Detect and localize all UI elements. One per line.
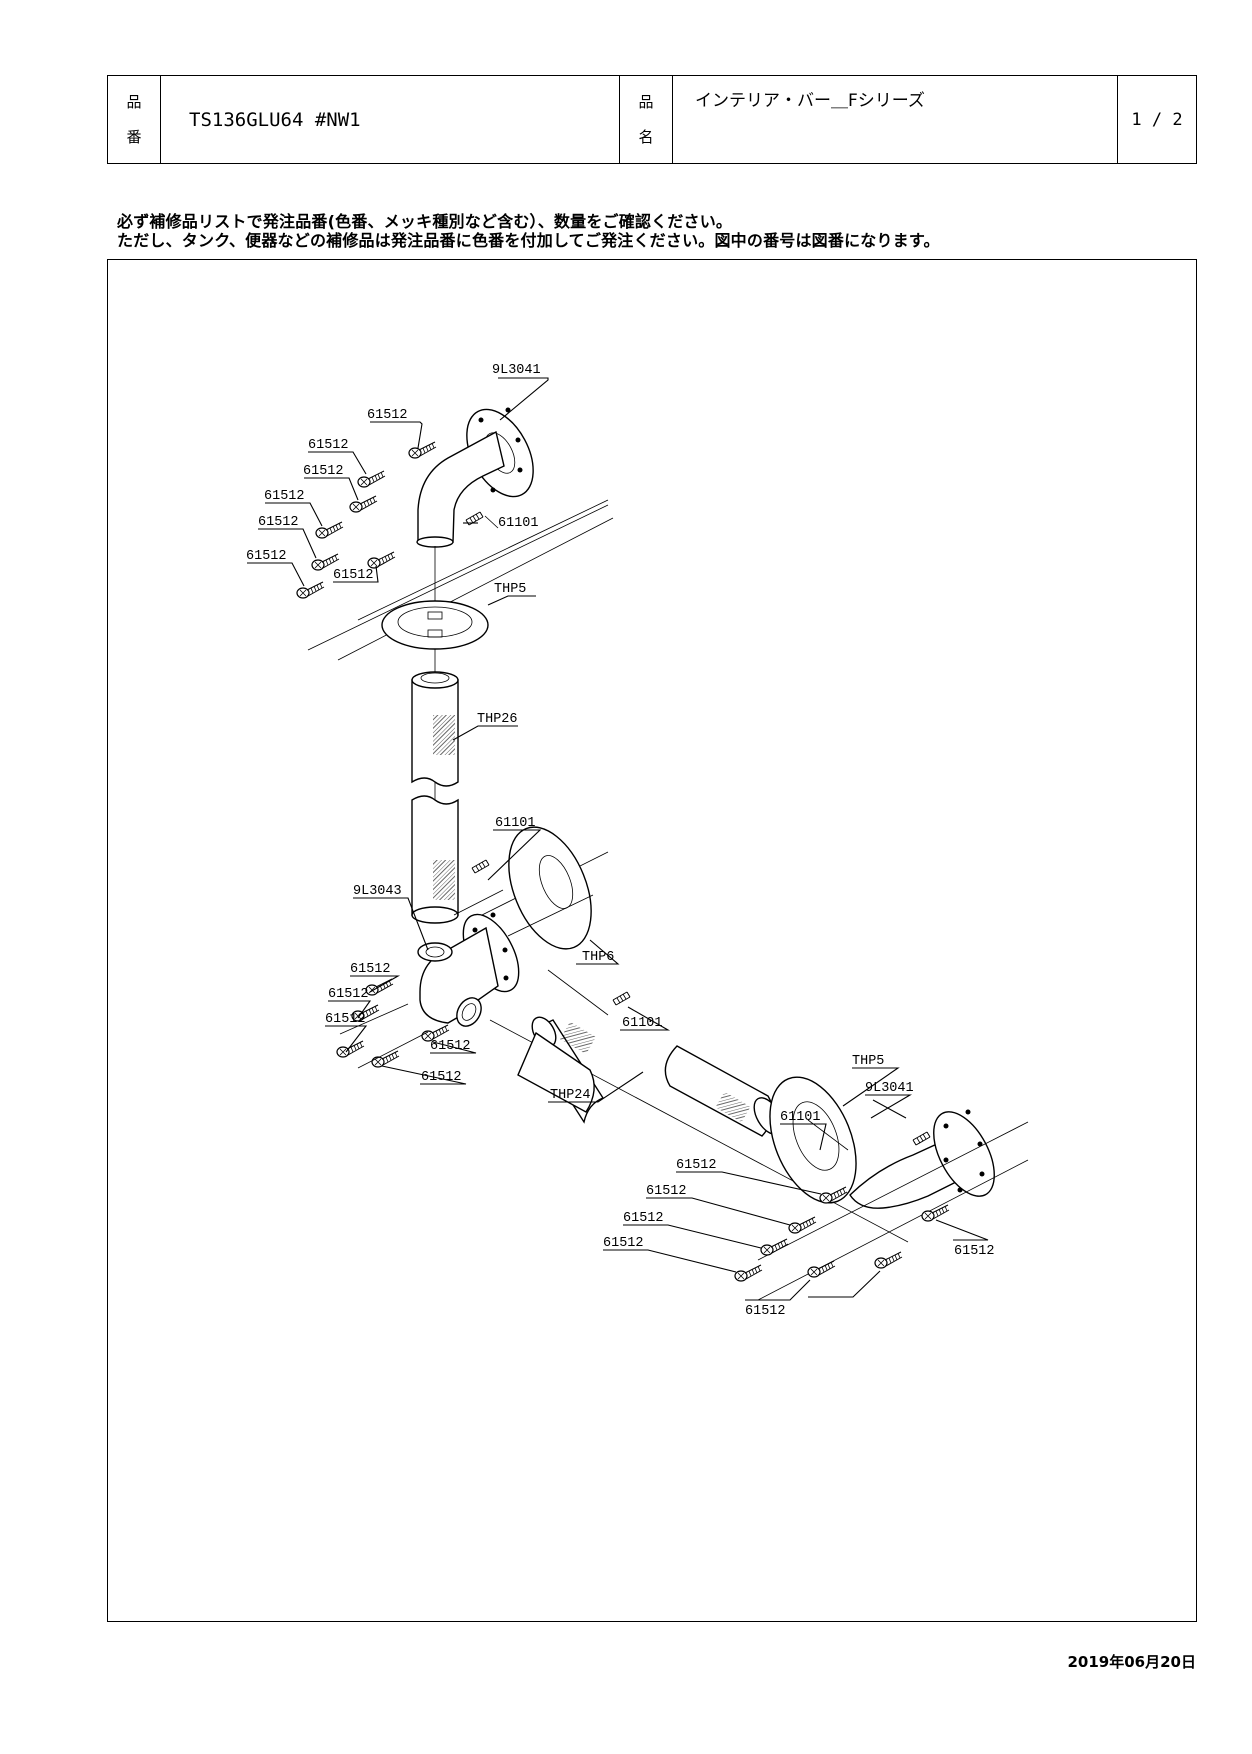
callout-setscrew-top: 61101 <box>498 516 539 531</box>
top-flange-assembly <box>296 407 614 920</box>
callout-screw-b6: 61512 <box>745 1304 786 1319</box>
exploded-view-svg: 9L3041 61512 61512 61512 61512 61512 615… <box>246 363 1029 1319</box>
callout-setscrew-bottom: 61101 <box>780 1110 821 1125</box>
callout-flange-bottom: 9L3041 <box>865 1081 914 1096</box>
callout-screw-b2: 61512 <box>646 1184 687 1199</box>
callout-screw-t4: 61512 <box>264 489 305 504</box>
callout-screw-b1: 61512 <box>676 1158 717 1173</box>
product-number: TS136GLU64 #NW1 <box>160 75 620 164</box>
mid-leader-lines-b <box>325 829 671 1085</box>
product-number-label-top: 品 <box>126 92 142 111</box>
top-leader-lines <box>247 377 549 606</box>
callout-screw-t3: 61512 <box>303 464 344 479</box>
notice-line-2: ただし、タンク、便器などの補修品は発注品番に色番を付加してご発注ください。図中の… <box>117 231 940 250</box>
callout-tee-joint: 9L3043 <box>353 884 402 899</box>
horizontal-pipe-thp24 <box>489 1016 909 1243</box>
notice-line-1: 必ず補修品リストで発注品番(色番、メッキ種別など含む）、数量をご確認ください。 <box>117 212 733 231</box>
callout-screw-m2: 61512 <box>328 987 369 1002</box>
callout-screw-t5: 61512 <box>258 515 299 530</box>
callout-setscrew-mid: 61101 <box>495 816 536 831</box>
callout-pipe-vertical: THP26 <box>477 712 518 727</box>
callout-setscrew-mid2: 61101 <box>622 1016 663 1031</box>
exploded-view-drawing: 9L3041 61512 61512 61512 61512 61512 615… <box>107 259 1197 1622</box>
callout-screw-b4: 61512 <box>603 1236 644 1251</box>
bottom-flange-assembly <box>734 1076 1029 1301</box>
tee-joint-assembly <box>336 826 631 1069</box>
product-number-label-bottom: 番 <box>126 127 142 146</box>
callout-pipe-horizontal: THP24 <box>550 1088 591 1103</box>
bottom-leader-lines <box>603 1067 989 1301</box>
mid-cover-thp6 <box>508 826 592 950</box>
title-block: 品 番 TS136GLU64 #NW1 品 名 インテリア・バー＿Fシリーズ 1… <box>107 75 1197 164</box>
callout-screw-m5: 61512 <box>421 1070 462 1085</box>
callout-cover-bottom: THP5 <box>852 1054 884 1069</box>
mid-leader-lines-a <box>452 725 518 741</box>
callout-screw-m4: 61512 <box>430 1039 471 1054</box>
product-name-label: 品 名 <box>619 75 673 164</box>
callout-screw-b5: 61512 <box>954 1244 995 1259</box>
page-number: 1 / 2 <box>1117 75 1197 164</box>
vertical-pipe-thp26 <box>411 671 459 924</box>
callout-screw-t2: 61512 <box>308 438 349 453</box>
mid-leader-lines-c <box>548 1071 644 1103</box>
product-name: インテリア・バー＿Fシリーズ <box>672 75 1118 164</box>
callout-cover-top: THP5 <box>494 582 526 597</box>
callout-screw-b3: 61512 <box>623 1211 664 1226</box>
product-name-label-bottom: 名 <box>638 127 654 146</box>
issue-date: 2019年06月20日 <box>1067 1653 1197 1671</box>
callout-screw-m1: 61512 <box>350 962 391 977</box>
product-number-label: 品 番 <box>107 75 161 164</box>
callout-screw-t6: 61512 <box>246 549 287 564</box>
callout-screw-m3: 61512 <box>325 1012 366 1027</box>
notice: 必ず補修品リストで発注品番(色番、メッキ種別など含む）、数量をご確認ください。 … <box>117 212 940 250</box>
callout-flange-top: 9L3041 <box>492 363 541 378</box>
callout-cover-mid: THP6 <box>582 950 614 965</box>
top-cover-thp5 <box>381 600 489 650</box>
callout-screw-t1: 61512 <box>367 408 408 423</box>
bottom-cover-thp5 <box>769 1076 857 1204</box>
callout-screw-t7: 61512 <box>333 568 374 583</box>
product-name-label-top: 品 <box>638 92 654 111</box>
